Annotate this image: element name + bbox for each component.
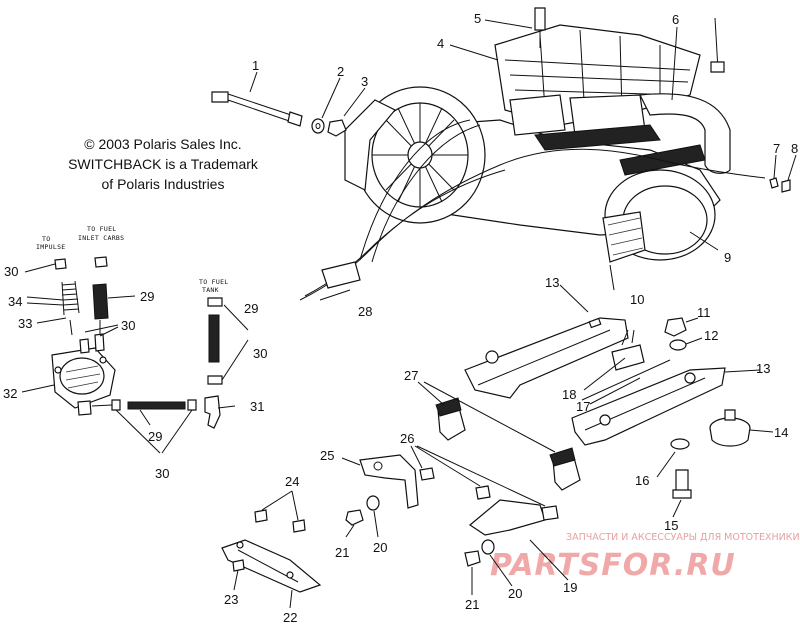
watermark-brand: PARTSFOR.RU [490, 548, 736, 583]
part-label-15: 15 [664, 518, 678, 533]
copyright-note: © 2003 Polaris Sales Inc. SWITCHBACK is … [58, 134, 268, 194]
part-label-17: 17 [576, 399, 590, 414]
part-label-24: 24 [285, 474, 299, 489]
engine-assembly [211, 7, 791, 301]
part-label-23: 23 [224, 592, 238, 607]
part-label-29-right: 29 [244, 301, 258, 316]
part-label-20-a: 20 [373, 540, 387, 555]
watermark-tagline: ЗАПЧАСТИ И АКСЕССУАРЫ ДЛЯ МОТОТЕХНИКИ [566, 532, 800, 543]
watermark: ЗАПЧАСТИ И АКСЕССУАРЫ ДЛЯ МОТОТЕХНИКИ PA… [490, 532, 800, 583]
part-label-7: 7 [773, 141, 780, 156]
part-label-22: 22 [283, 610, 297, 625]
part-number-labels: 1 2 3 4 5 6 7 8 9 10 11 12 13 13 14 15 1… [3, 11, 798, 625]
part-label-33: 33 [18, 316, 32, 331]
part-label-21-b: 21 [465, 597, 479, 612]
part-label-19: 19 [563, 580, 577, 595]
part-label-16: 16 [635, 473, 649, 488]
callout-to-impulse-line2: IMPULSE [36, 243, 66, 251]
part-label-12: 12 [704, 328, 718, 343]
callout-to-fuel-tank-line2: TANK [202, 286, 219, 294]
part-label-30-top: 30 [4, 264, 18, 279]
part-label-30-right: 30 [253, 346, 267, 361]
part-label-29-left: 29 [140, 289, 154, 304]
routing-callouts: TO IMPULSE TO FUEL INLET CARBS TO FUEL T… [36, 225, 229, 294]
callout-to-impulse-line1: TO [42, 235, 50, 243]
part-label-25: 25 [320, 448, 334, 463]
callout-to-fuel-inlet-carbs-line1: TO FUEL [87, 225, 117, 233]
part-label-6: 6 [672, 12, 679, 27]
part-label-14: 14 [774, 425, 788, 440]
part-label-9: 9 [724, 250, 731, 265]
callout-to-fuel-tank-line1: TO FUEL [199, 278, 229, 286]
engine-mount-hardware [221, 19, 797, 609]
part-label-34: 34 [8, 294, 22, 309]
part-label-30-mid: 30 [121, 318, 135, 333]
part-label-29-bottom: 29 [148, 429, 162, 444]
part-label-13-lower: 13 [756, 361, 770, 376]
part-label-13-upper: 13 [545, 275, 559, 290]
part-label-31: 31 [250, 399, 264, 414]
part-label-3: 3 [361, 74, 368, 89]
part-label-10: 10 [630, 292, 644, 307]
part-label-4: 4 [437, 36, 444, 51]
copyright-line: © 2003 Polaris Sales Inc. [84, 136, 242, 152]
trademark-line-1: SWITCHBACK is a Trademark [68, 156, 258, 172]
part-label-2: 2 [337, 64, 344, 79]
part-label-11: 11 [697, 305, 711, 320]
part-label-8: 8 [791, 141, 798, 156]
part-label-18: 18 [562, 387, 576, 402]
part-label-5: 5 [474, 11, 481, 26]
part-label-26: 26 [400, 431, 414, 446]
part-label-20-b: 20 [508, 586, 522, 601]
part-label-27: 27 [404, 368, 418, 383]
callout-to-fuel-inlet-carbs-line2: INLET CARBS [78, 234, 124, 242]
part-label-28: 28 [358, 304, 372, 319]
part-label-1: 1 [252, 58, 259, 73]
part-label-21-a: 21 [335, 545, 349, 560]
part-label-32: 32 [3, 386, 17, 401]
part-label-30-bottom: 30 [155, 466, 169, 481]
trademark-line-2: of Polaris Industries [101, 176, 225, 192]
fuel-pump-assembly [21, 256, 249, 454]
